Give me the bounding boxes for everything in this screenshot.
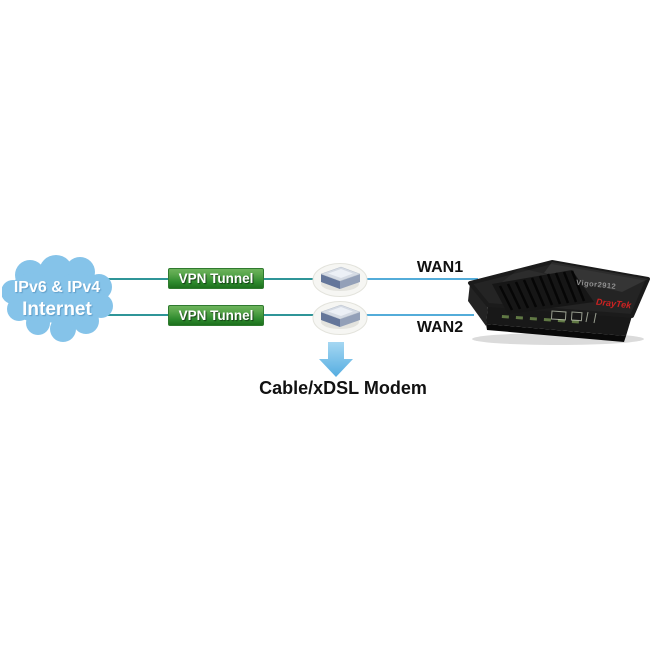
vpn-tunnel-2-label: VPN Tunnel (178, 308, 254, 323)
line-tunnel2-to-modem2 (264, 314, 320, 316)
cloud-icon (2, 255, 113, 342)
line-cloud-to-tunnel2 (92, 314, 168, 316)
modem-caption: Cable/xDSL Modem (259, 378, 427, 398)
modem-icon (312, 263, 368, 297)
line-modem1-to-router-wan1 (362, 278, 478, 280)
router-image (468, 260, 650, 345)
line-tunnel1-to-modem1 (264, 278, 320, 280)
cloud-label-line2: Internet (22, 299, 92, 320)
wan1-label: WAN1 (416, 259, 464, 276)
line-cloud-to-tunnel1 (86, 278, 168, 280)
cloud-label-line1: IPv6 & IPv4 (13, 279, 101, 296)
line-modem2-to-router-wan2 (362, 314, 474, 316)
modem-icon (312, 301, 368, 335)
vpn-tunnel-1-label: VPN Tunnel (178, 271, 254, 286)
down-arrow-icon (319, 342, 353, 377)
wan2-label: WAN2 (416, 319, 464, 336)
vpn-tunnel-2-box: VPN Tunnel (168, 305, 264, 326)
vpn-tunnel-1-box: VPN Tunnel (168, 268, 264, 289)
